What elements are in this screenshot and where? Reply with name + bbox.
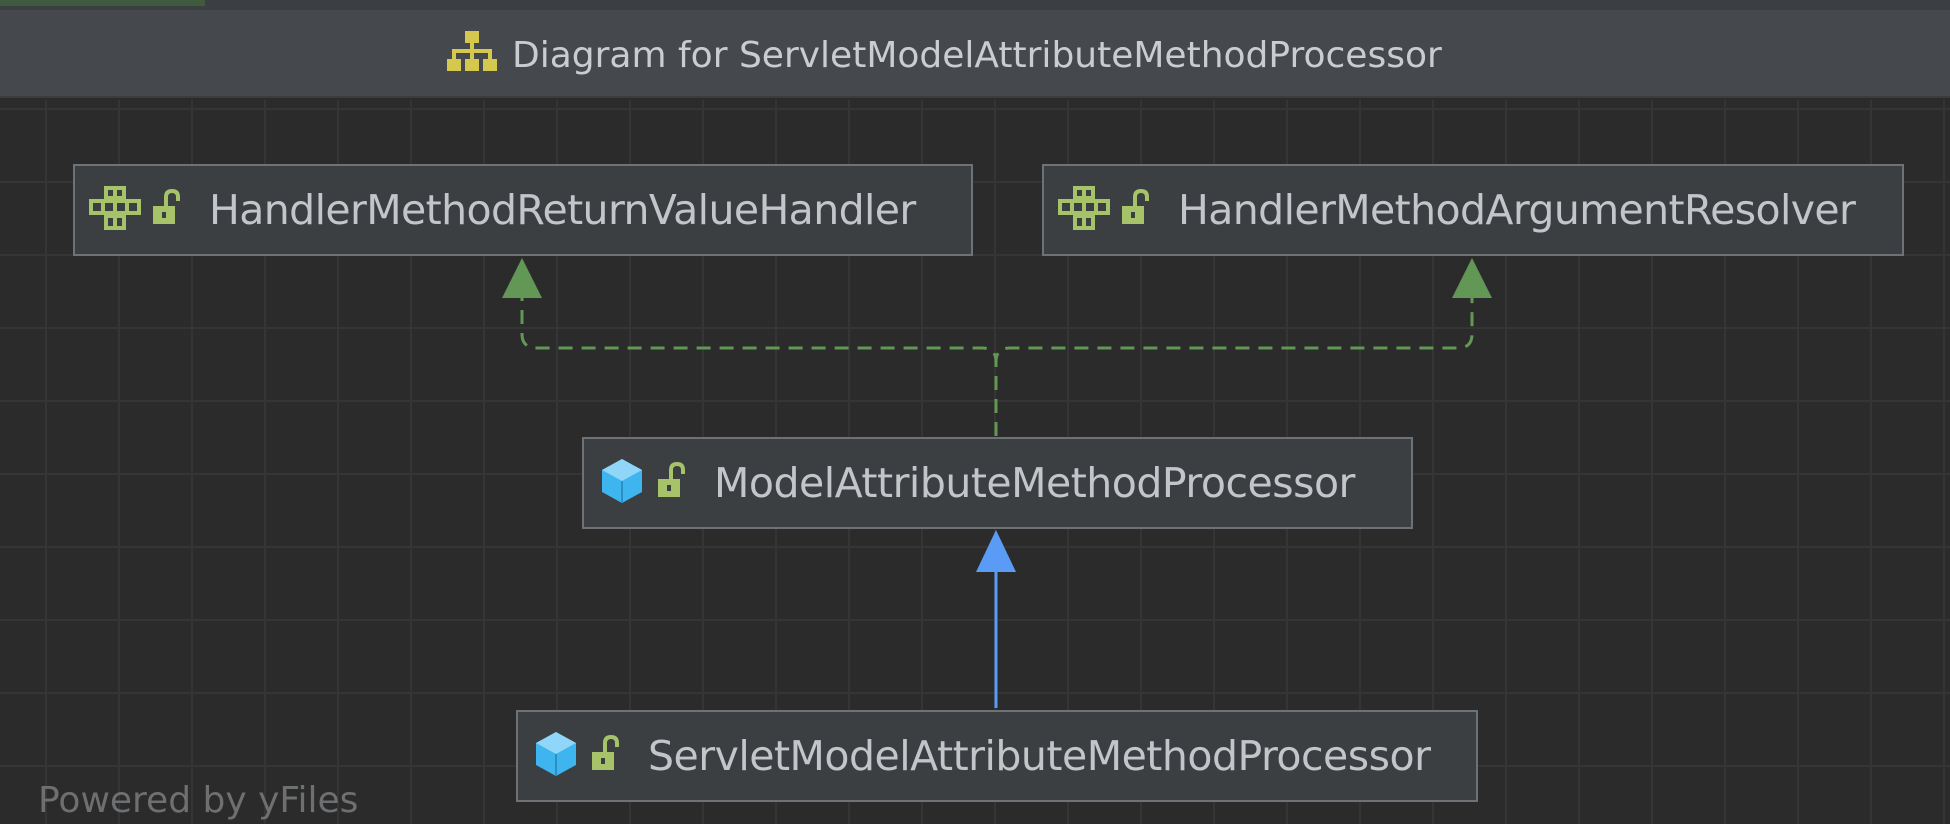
diagram-title-text: Diagram for ServletModelAttributeMethodP… xyxy=(512,34,1442,76)
diagram-title-bar: Diagram for ServletModelAttributeMethodP… xyxy=(0,10,1950,98)
class-icon xyxy=(598,457,646,509)
class-icon xyxy=(532,730,580,782)
public-access-icon xyxy=(590,734,622,778)
node-label: ModelAttributeMethodProcessor xyxy=(714,459,1355,507)
node-servlet-model-attribute-method-processor[interactable]: ServletModelAttributeMethodProcessor xyxy=(516,710,1478,802)
node-handler-method-return-value-handler[interactable]: HandlerMethodReturnValueHandler xyxy=(73,164,973,256)
node-model-attribute-method-processor[interactable]: ModelAttributeMethodProcessor xyxy=(582,437,1413,529)
node-label: HandlerMethodReturnValueHandler xyxy=(209,186,916,234)
node-label: ServletModelAttributeMethodProcessor xyxy=(648,732,1431,780)
active-tab-indicator[interactable] xyxy=(0,0,205,6)
node-label: HandlerMethodArgumentResolver xyxy=(1178,186,1856,234)
public-access-icon xyxy=(656,461,688,505)
public-access-icon xyxy=(151,188,183,232)
diagram-title: Diagram for ServletModelAttributeMethodP… xyxy=(446,26,1442,84)
powered-by-watermark: Powered by yFiles xyxy=(38,780,359,821)
hierarchy-diagram-icon xyxy=(446,29,498,81)
interface-icon xyxy=(89,186,141,234)
interface-icon xyxy=(1058,186,1110,234)
tool-window-strip xyxy=(0,0,1950,10)
public-access-icon xyxy=(1120,188,1152,232)
node-handler-method-argument-resolver[interactable]: HandlerMethodArgumentResolver xyxy=(1042,164,1904,256)
